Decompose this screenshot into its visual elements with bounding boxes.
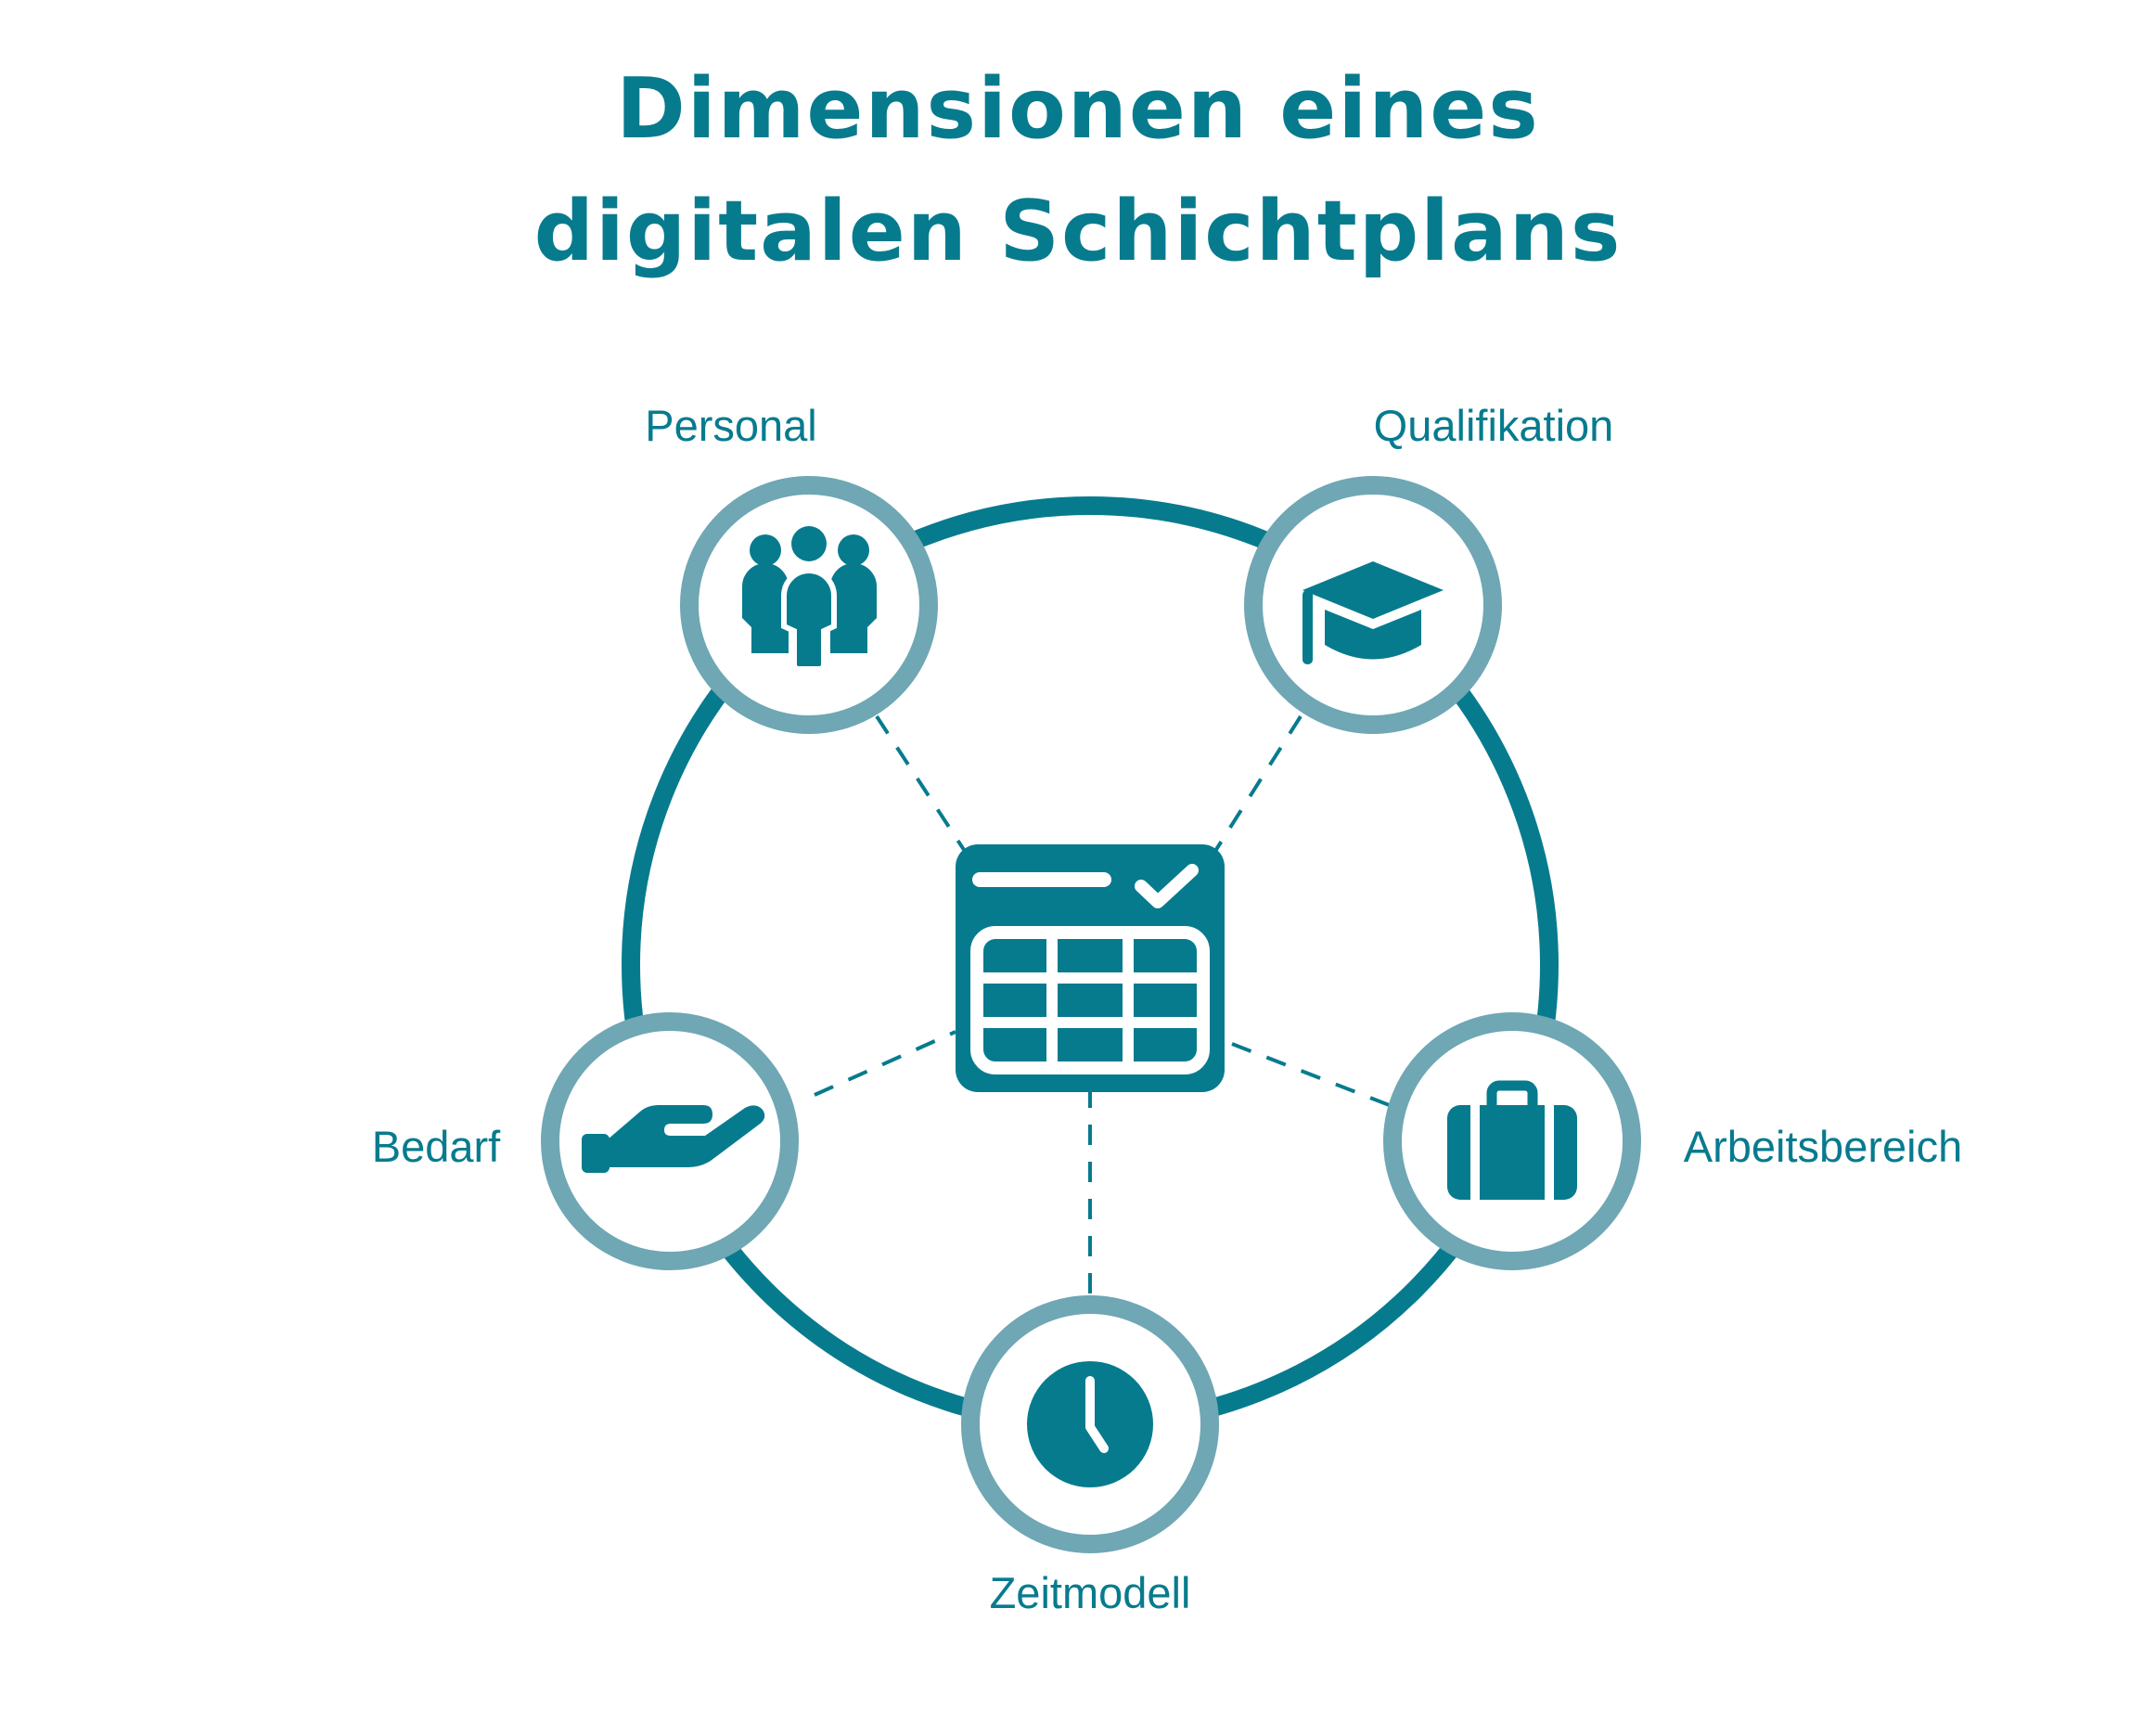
node-bedarf: Bedarf	[372, 1012, 799, 1270]
title-line-2: digitalen Schichtplans	[534, 183, 1623, 280]
briefcase-icon	[1447, 1080, 1577, 1200]
node-zeitmodell: Zeitmodell	[961, 1295, 1219, 1617]
connector-personal	[875, 714, 971, 860]
node-personal-label: Personal	[645, 401, 817, 450]
node-arbeitsbereich: Arbeitsbereich	[1383, 1012, 1962, 1270]
node-bedarf-label: Bedarf	[372, 1122, 501, 1171]
connector-bedarf	[814, 1030, 956, 1097]
node-qualifikation: Qualifikation	[1244, 401, 1614, 734]
connectors	[814, 714, 1392, 1299]
clock-icon	[1027, 1361, 1153, 1487]
calendar-check-icon	[956, 844, 1225, 1092]
connector-qualifikation	[1209, 714, 1303, 860]
open-hand-icon	[582, 1105, 765, 1173]
people-group-icon	[742, 526, 877, 672]
node-zeitmodell-label: Zeitmodell	[990, 1568, 1191, 1617]
node-qualifikation-label: Qualifikation	[1374, 401, 1614, 450]
title-line-1: Dimensionen eines	[616, 60, 1540, 158]
graduation-cap-icon	[1303, 561, 1444, 664]
node-personal: Personal	[645, 401, 938, 734]
node-arbeitsbereich-label: Arbeitsbereich	[1684, 1122, 1962, 1171]
connector-arbeitsbereich	[1231, 1042, 1392, 1108]
